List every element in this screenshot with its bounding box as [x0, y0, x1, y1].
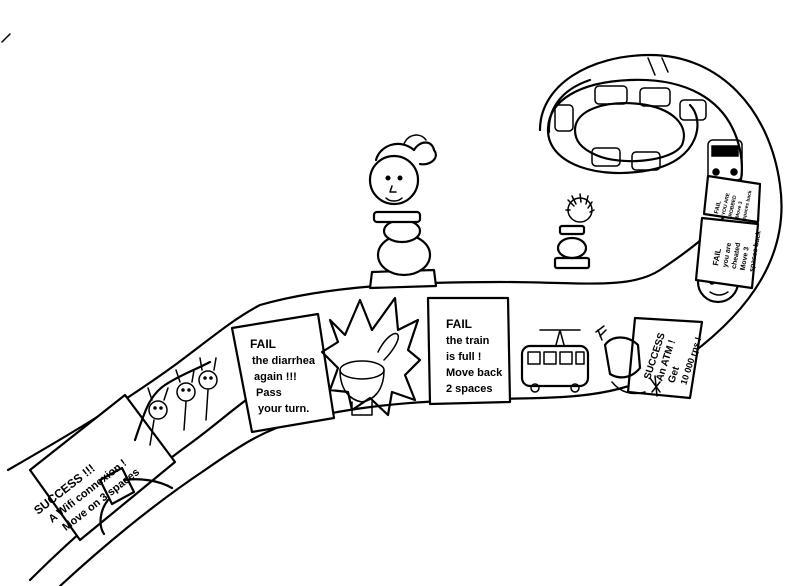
- space-diarrhea-line-3: again !!!: [254, 371, 297, 383]
- toilet-icon: [320, 296, 422, 417]
- space-robbed-line-1: FAIL: [714, 200, 723, 214]
- space-diarrhea-line-2: the diarrhea: [252, 355, 316, 367]
- space-cheated-line-2: you are: [722, 242, 733, 268]
- space-train-line-1: FAIL: [446, 317, 472, 331]
- space-diarrhea-line-1: FAIL: [250, 337, 276, 351]
- space-diarrhea-line-5: your turn.: [258, 403, 309, 415]
- space-robbed: FAIL YOU ARE ROBBED Move 3 spaces back: [702, 174, 762, 224]
- space-atm: SUCCESS An ATM ! Get 10 000 rps !: [626, 316, 703, 400]
- train-icon: [520, 329, 590, 393]
- atm-icon: [595, 325, 661, 397]
- space-robbed-line-3: ROBBED: [728, 195, 738, 218]
- bus-icon: [554, 85, 743, 181]
- player-pawn-icon: [368, 134, 438, 290]
- crowd-icon: [133, 357, 218, 446]
- space-cheated-line-4: Move 3: [740, 246, 751, 271]
- small-pawn-icon: [553, 193, 595, 270]
- space-train: FAIL the train is full ! Move back 2 spa…: [426, 296, 512, 406]
- space-robbed-line-4: Move 3: [735, 201, 744, 219]
- space-cheated-line-1: FAIL: [711, 248, 723, 267]
- space-robbed-line-2: YOU ARE: [721, 192, 732, 216]
- space-cheated-line-3: cheated: [731, 242, 742, 269]
- space-cheated: FAIL you are cheated Move 3 spaces back: [694, 216, 763, 290]
- space-train-line-3: is full !: [446, 351, 481, 363]
- space-diarrhea: FAIL the diarrhea again !!! Pass your tu…: [230, 312, 336, 434]
- space-atm-line-3: Get: [666, 365, 682, 385]
- space-diarrhea-line-4: Pass: [256, 387, 282, 399]
- space-train-line-5: 2 spaces: [446, 383, 492, 395]
- space-train-line-2: the train: [446, 335, 490, 347]
- space-train-line-4: Move back: [446, 367, 503, 379]
- track: [1, 33, 783, 586]
